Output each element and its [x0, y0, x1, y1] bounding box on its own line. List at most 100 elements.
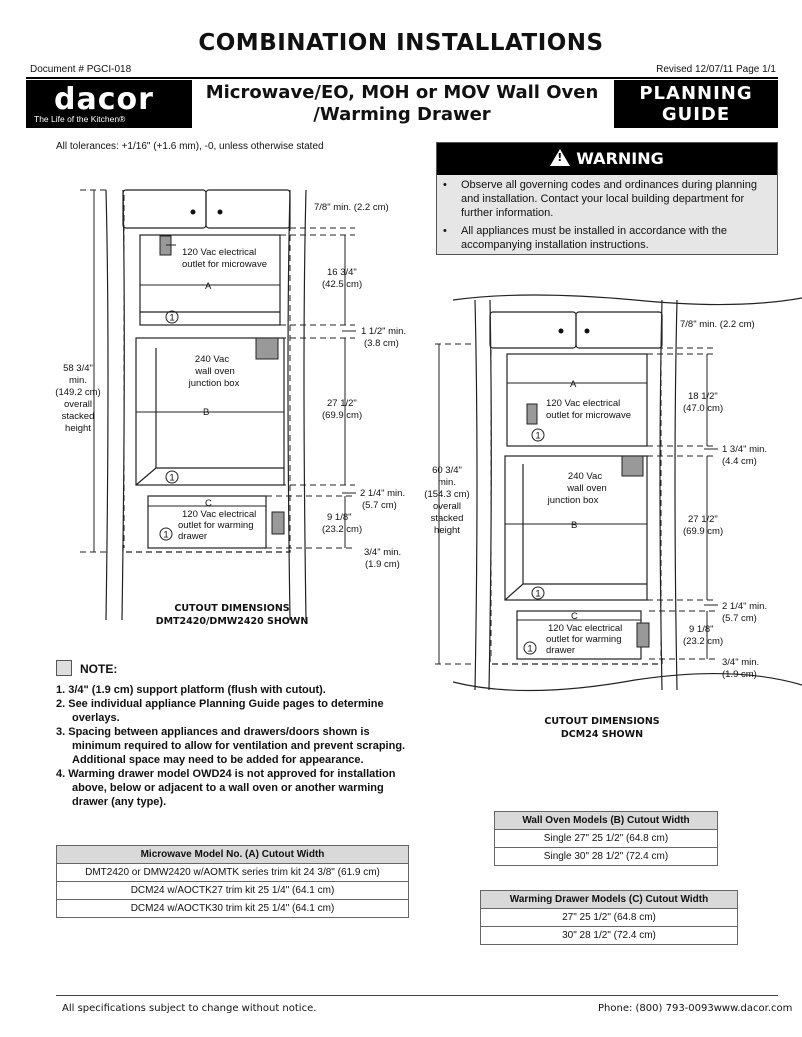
- top-break-line: [452, 294, 802, 306]
- marker-label: 1: [169, 313, 174, 324]
- dim-c-label: C: [205, 498, 212, 509]
- warning-list: Observe all governing codes and ordinanc…: [437, 175, 777, 252]
- note-1-marker: [531, 428, 545, 442]
- overall-height-label: overall: [64, 399, 92, 410]
- upper-cabinet-door-right: [205, 189, 291, 229]
- dim-a-label: A: [205, 281, 212, 292]
- junction-label: 240 Vac: [195, 354, 229, 365]
- dim-bottom-label: (1.9 cm): [365, 559, 400, 570]
- dim-top-label: 7/8" min. (2.2 cm): [314, 202, 389, 213]
- planning-guide-line-2: GUIDE: [661, 104, 731, 125]
- footer-disclaimer: All specifications subject to change wit…: [62, 1003, 317, 1014]
- table-cell: 27" 25 1/2" (64.8 cm): [480, 908, 738, 927]
- overall-height-label: 58 3/4": [63, 363, 93, 374]
- dim-oven-label: 27 1/2": [327, 398, 357, 409]
- table-header: Wall Oven Models (B) Cutout Width: [494, 811, 718, 830]
- table-row: DMT2420 or DMW2420 w/AOMTK series trim k…: [56, 863, 409, 882]
- note-title: NOTE:: [80, 662, 118, 676]
- dim-oven-label: (69.9 cm): [683, 526, 723, 537]
- left-cabinet-wall: [474, 299, 478, 691]
- dim-gap1-label: (3.8 cm): [364, 338, 399, 349]
- drawer-outlet-label: drawer: [178, 531, 207, 542]
- oven-bottom-perspective: [135, 467, 284, 486]
- warning-title: WARNING: [576, 149, 664, 168]
- table-cell: DMT2420 or DMW2420 w/AOMTK series trim k…: [56, 863, 409, 882]
- warming-drawer-cutout: [147, 495, 267, 549]
- note-item: 3. Spacing between appliances and drawer…: [56, 726, 406, 766]
- dim-b-label: B: [571, 520, 577, 531]
- warning-item: All appliances must be installed in acco…: [443, 224, 771, 252]
- upper-cabinet-door-right: [575, 311, 663, 349]
- junction-box-icon: [621, 455, 644, 477]
- dim-mw-label: 18 1/2": [688, 391, 718, 402]
- right-cabinet-wall: [303, 189, 307, 620]
- dim-drawer-label: 9 1/8": [689, 624, 714, 635]
- note-1-marker: [159, 527, 173, 541]
- overall-height-label: (154.3 cm): [424, 489, 469, 500]
- table-cell: Single 27" 25 1/2" (64.8 cm): [494, 829, 718, 848]
- footer-rule: [56, 995, 778, 996]
- table-cell: 30" 28 1/2" (72.4 cm): [480, 926, 738, 945]
- dim-b-label: B: [203, 407, 209, 418]
- marker-label: 1: [169, 473, 174, 484]
- left-cabinet-wall: [105, 189, 109, 620]
- table-cell: DCM24 w/AOCTK27 trim kit 25 1/4" (64.1 c…: [56, 881, 409, 900]
- note-icon: [56, 660, 72, 676]
- dim-bottom-label: 3/4" min.: [722, 657, 759, 668]
- dim-drawer-label: (23.2 cm): [322, 524, 362, 535]
- table-row: Single 27" 25 1/2" (64.8 cm): [494, 829, 718, 848]
- mw-outlet-label: outlet for microwave: [546, 410, 631, 421]
- header-title-line-2: /Warming Drawer: [313, 104, 491, 125]
- tolerances-note: All tolerances: +1/16" (+1.6 mm), -0, un…: [56, 141, 324, 152]
- wall-oven-cutout: [504, 455, 648, 601]
- upper-cabinet-door-left: [122, 189, 207, 229]
- cabinet-knob: [584, 328, 590, 334]
- junction-label: wall oven: [194, 366, 235, 377]
- cabinet-knob: [217, 209, 223, 215]
- note-list: 1. 3/4" (1.9 cm) support platform (flush…: [56, 683, 416, 809]
- table-row: 27" 25 1/2" (64.8 cm): [480, 908, 738, 927]
- junction-label: junction box: [188, 378, 240, 389]
- microwave-cutout-table: Microwave Model No. (A) Cutout Width DMT…: [56, 845, 409, 918]
- overall-height-label: overall: [433, 501, 461, 512]
- dim-bottom-label: 3/4" min.: [364, 547, 401, 558]
- dim-gap2-label: 2 1/4" min.: [360, 488, 405, 499]
- junction-label: 240 Vac: [568, 471, 602, 482]
- dim-gap2-label: 2 1/4" min.: [722, 601, 767, 612]
- drawer-outlet-label: drawer: [546, 645, 575, 656]
- note-1-marker: [165, 310, 179, 324]
- drawer-outlet-label: 120 Vac electrical: [182, 509, 256, 520]
- warming-drawer-cutout-table: Warming Drawer Models (C) Cutout Width 2…: [480, 890, 738, 945]
- planning-guide-badge: PLANNING GUIDE: [614, 80, 778, 128]
- dim-gap1-label: 1 1/2" min.: [361, 326, 406, 337]
- table-row: DCM24 w/AOCTK30 trim kit 25 1/4" (64.1 c…: [56, 899, 409, 918]
- junction-box-icon: [255, 337, 279, 360]
- caption-line: DCM24 SHOWN: [560, 729, 644, 740]
- planning-guide-line-1: PLANNING: [639, 83, 753, 104]
- header-title: Microwave/EO, MOH or MOV Wall Oven /Warm…: [196, 82, 608, 126]
- dim-drawer-label: 9 1/8": [327, 512, 352, 523]
- note-item: 1. 3/4" (1.9 cm) support platform (flush…: [56, 684, 326, 696]
- drawer-outlet-label: 120 Vac electrical: [548, 623, 622, 634]
- caption-line: CUTOUT DIMENSIONS: [174, 603, 290, 614]
- warning-item: Observe all governing codes and ordinanc…: [443, 178, 771, 220]
- table-row: DCM24 w/AOCTK27 trim kit 25 1/4" (64.1 c…: [56, 881, 409, 900]
- overall-height-label: min.: [69, 375, 87, 386]
- dim-gap2-label: (5.7 cm): [362, 500, 397, 511]
- overall-height-label: height: [434, 525, 460, 536]
- support-platform: [489, 656, 663, 665]
- table-header: Warming Drawer Models (C) Cutout Width: [480, 890, 738, 909]
- header-title-line-1: Microwave/EO, MOH or MOV Wall Oven: [205, 82, 599, 103]
- oven-bottom-perspective: [504, 583, 647, 601]
- table-row: 30" 28 1/2" (72.4 cm): [480, 926, 738, 945]
- note-1-marker: [523, 641, 537, 655]
- overall-height-label: 60 3/4": [432, 465, 462, 476]
- dim-drawer-label: (23.2 cm): [683, 636, 723, 647]
- table-cell: Single 30" 28 1/2" (72.4 cm): [494, 847, 718, 866]
- dacor-logo: dacor The Life of the Kitchen®: [26, 80, 192, 128]
- junction-label: wall oven: [566, 483, 607, 494]
- header-rule: [26, 77, 778, 79]
- dim-oven-label: (69.9 cm): [322, 410, 362, 421]
- overall-height-label: min.: [438, 477, 456, 488]
- marker-label: 1: [527, 644, 532, 655]
